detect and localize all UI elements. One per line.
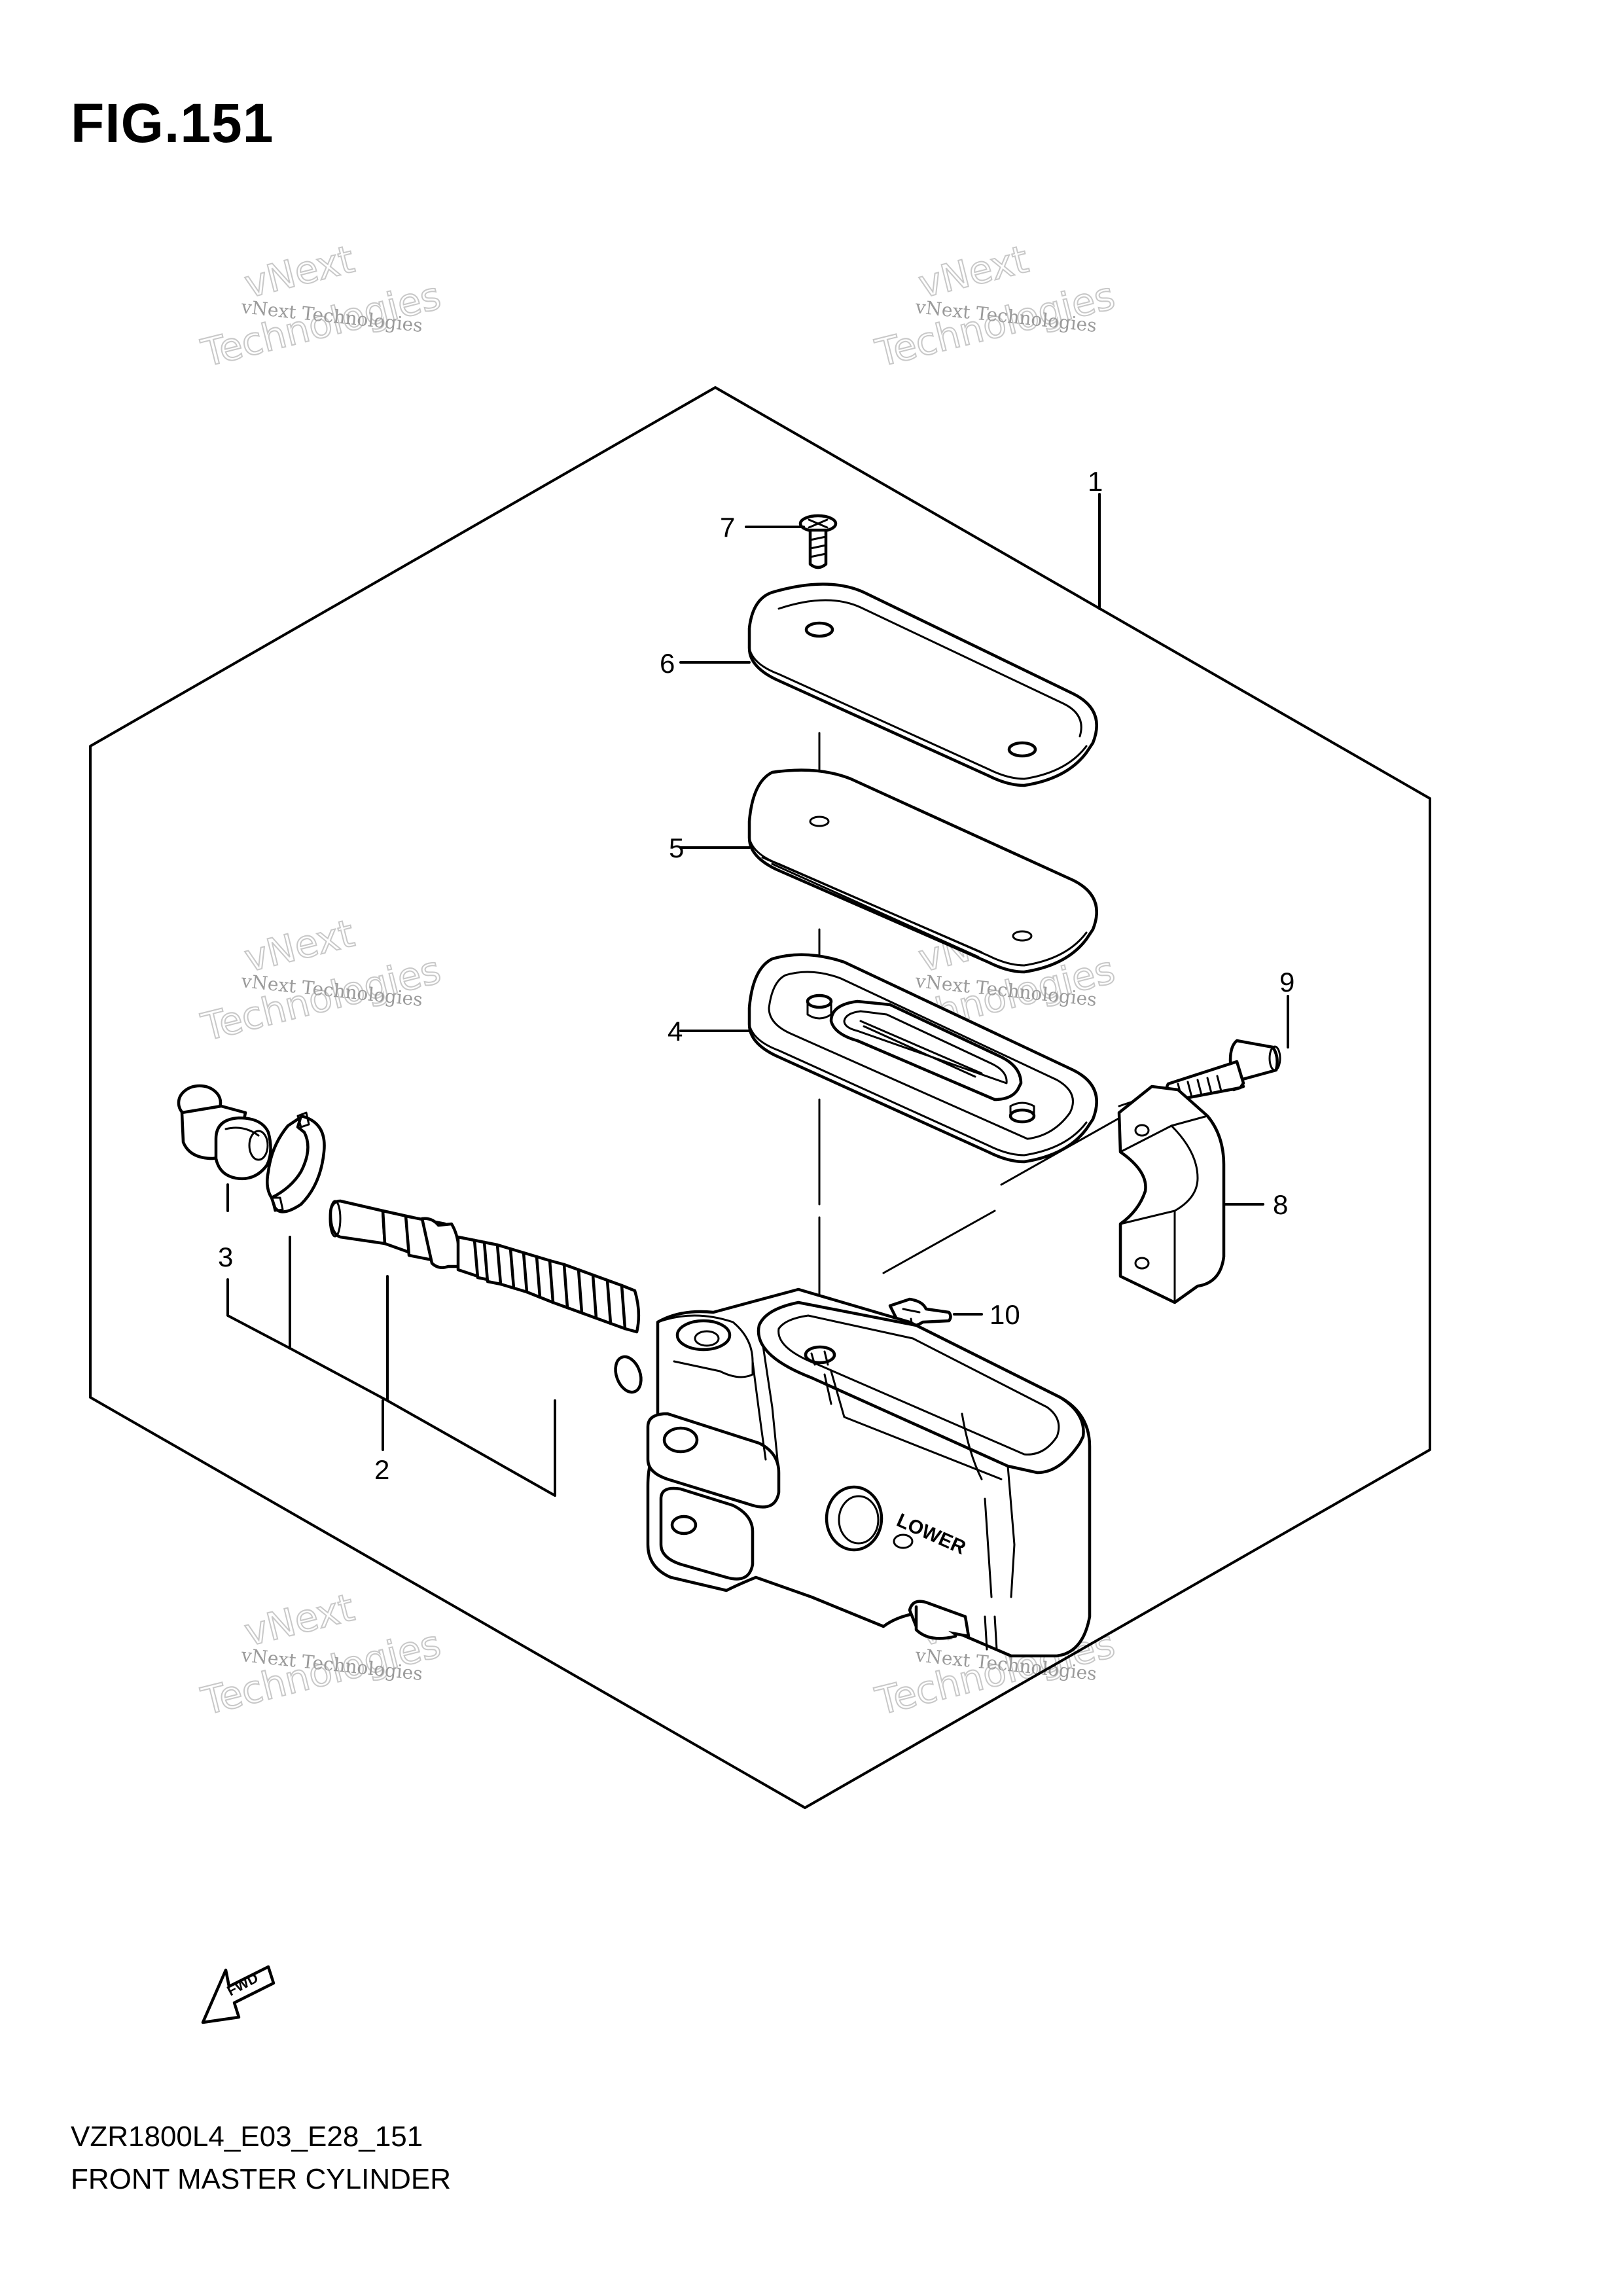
callout-labels: 1 2 3 4 5 6 7 8 9 10 [218,466,1294,1485]
callout-6: 6 [660,648,675,679]
callout-7: 7 [720,512,735,543]
figure-name: FRONT MASTER CYLINDER [71,2163,452,2195]
figure-code: VZR1800L4_E03_E28_151 [71,2121,423,2153]
part-8-handlebar-holder [1117,1085,1226,1304]
callout-3: 3 [218,1242,233,1272]
callout-1: 1 [1088,466,1103,497]
watermark-2: vNext Technologies vNext Technologies [870,236,1120,376]
leader-lines-2 [226,1275,556,1497]
watermark-5: vNext Technologies vNext Technologies [196,1585,446,1725]
callout-10: 10 [990,1299,1020,1330]
figure-title: FIG.151 [71,92,274,154]
part-circlip [266,1111,326,1213]
part-4-diaphragm [747,953,1098,1164]
part-5-diaphragm-plate [747,768,1098,974]
part-2-piston-set [329,1199,643,1394]
part-9-holder-bolt [1165,1039,1281,1103]
callout-5: 5 [669,833,684,863]
callout-4: 4 [668,1016,683,1047]
callout-2: 2 [374,1454,389,1485]
part-3-dust-boot [177,1084,272,1181]
watermark-1: vNext Technologies vNext Technologies [196,236,446,376]
callout-8: 8 [1273,1189,1288,1220]
fwd-arrow-icon: FWD [201,1965,276,2024]
part-7-cover-screw [798,514,838,569]
part-6-reservoir-cap [747,583,1098,787]
assembly-outline-hexagon [89,386,1431,1809]
callout-9: 9 [1279,967,1294,997]
watermark-3: vNext Technologies vNext Technologies [196,910,446,1050]
master-cylinder-body: LOWER [646,1287,1092,1658]
